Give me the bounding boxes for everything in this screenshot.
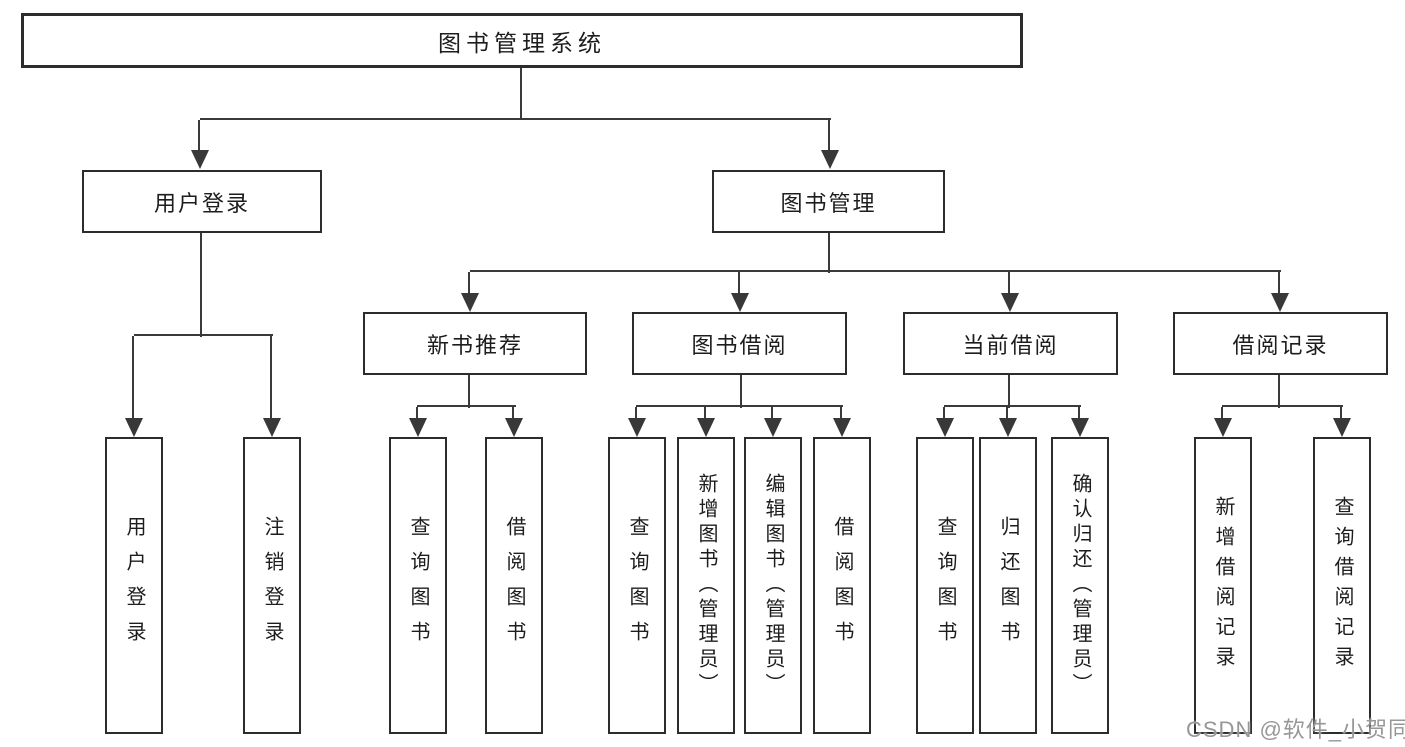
arrowhead-down-icon [628,418,646,437]
leaf-cb-query-books-label: 查询图书 [934,515,956,656]
leaf-cb-confirm-return-admin-label: 确认归还（管理员） [1069,473,1091,698]
arrowhead-down-icon [1271,293,1289,312]
arrowhead-down-icon [764,418,782,437]
arrowhead-down-icon [697,418,715,437]
connector-line [1006,407,1008,420]
arrowhead-down-icon [1333,418,1351,437]
connector-line [132,336,134,420]
node-book-borrowing: 图书借阅 [632,312,847,375]
arrowhead-down-icon [833,418,851,437]
connector-line [828,120,830,152]
leaf-bb-edit-books-admin: 编辑图书（管理员） [744,437,802,734]
connector-line [200,233,202,337]
connector-line [512,407,514,420]
connector-line [1078,407,1080,420]
connector-line [134,334,273,336]
leaf-cb-return-books-label: 归还图书 [997,515,1019,656]
connector-line [198,120,200,152]
leaf-bb-query-books: 查询图书 [608,437,666,734]
leaf-rec-query-books: 查询图书 [389,437,447,734]
connector-line [468,272,470,295]
leaf-bb-borrow-books: 借阅图书 [813,437,871,734]
leaf-bb-query-books-label: 查询图书 [626,515,648,656]
connector-line [704,407,706,420]
arrowhead-down-icon [505,418,523,437]
connector-line [738,272,740,295]
arrowhead-down-icon [191,150,209,169]
leaf-rec-query-books-label: 查询图书 [407,515,429,656]
leaf-cb-query-books: 查询图书 [916,437,974,734]
connector-line [1008,375,1010,408]
leaf-cb-confirm-return-admin: 确认归还（管理员） [1051,437,1109,734]
arrowhead-down-icon [821,150,839,169]
connector-line [771,407,773,420]
connector-line [520,67,522,120]
node-current-borrowing: 当前借阅 [903,312,1118,375]
node-borrow-records-label: 借阅记录 [1232,332,1329,358]
connector-line [943,407,945,420]
connector-line [470,270,1281,272]
arrowhead-down-icon [936,418,954,437]
node-book-management-label: 图书管理 [780,190,877,216]
leaf-bb-add-books-admin-label: 新增图书（管理员） [695,473,717,698]
leaf-br-query-record-label: 查询借阅记录 [1331,495,1353,676]
node-new-book-recommend: 新书推荐 [363,312,587,375]
connector-line [828,233,830,273]
node-borrow-records: 借阅记录 [1173,312,1388,375]
arrowhead-down-icon [1001,293,1019,312]
connector-line [1221,407,1223,420]
node-current-borrowing-label: 当前借阅 [962,332,1059,358]
connector-line [944,405,1081,407]
node-library-system: 图书管理系统 [21,13,1023,68]
watermark: CSDN @软件_小贺同学 [1186,717,1405,742]
node-user-login: 用户登录 [82,170,322,233]
arrowhead-down-icon [1071,418,1089,437]
connector-line [1278,272,1280,295]
leaf-rec-borrow-books: 借阅图书 [485,437,543,734]
connector-line [1278,375,1280,408]
node-book-management: 图书管理 [712,170,945,233]
leaf-user-login-label: 用户登录 [123,515,145,656]
node-book-borrowing-label: 图书借阅 [691,332,788,358]
connector-line [636,405,843,407]
leaf-bb-borrow-books-label: 借阅图书 [831,515,853,656]
leaf-logout: 注销登录 [243,437,301,734]
leaf-user-login: 用户登录 [105,437,163,734]
connector-line [417,405,516,407]
node-library-system-label: 图书管理系统 [438,29,606,56]
arrowhead-down-icon [731,293,749,312]
leaf-rec-borrow-books-label: 借阅图书 [503,515,525,656]
arrowhead-down-icon [409,418,427,437]
connector-line [1222,405,1343,407]
connector-line [270,336,272,420]
arrowhead-down-icon [263,418,281,437]
leaf-br-add-record-label: 新增借阅记录 [1212,495,1234,676]
node-user-login-label: 用户登录 [153,190,250,216]
connector-line [1008,272,1010,295]
arrowhead-down-icon [461,293,479,312]
connector-line [840,407,842,420]
leaf-br-add-record: 新增借阅记录 [1194,437,1252,734]
leaf-logout-label: 注销登录 [261,515,283,656]
connector-line [416,407,418,420]
connector-line [1340,407,1342,420]
connector-line [468,375,470,408]
connector-line [200,118,831,120]
arrowhead-down-icon [1214,418,1232,437]
leaf-br-query-record: 查询借阅记录 [1313,437,1371,734]
leaf-cb-return-books: 归还图书 [979,437,1037,734]
connector-line [635,407,637,420]
arrowhead-down-icon [125,418,143,437]
arrowhead-down-icon [999,418,1017,437]
leaf-bb-add-books-admin: 新增图书（管理员） [677,437,735,734]
connector-line [740,375,742,408]
leaf-bb-edit-books-admin-label: 编辑图书（管理员） [762,473,784,698]
node-new-book-recommend-label: 新书推荐 [426,332,523,358]
